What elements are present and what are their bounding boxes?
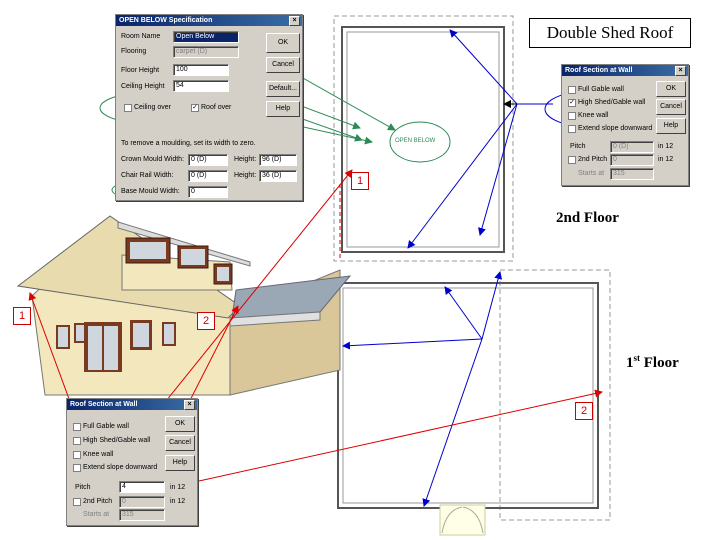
extend-slope-label: Extend slope downward [578,125,653,132]
default-button[interactable]: Default... [266,81,300,97]
floor-height-input[interactable]: 100 [173,64,229,76]
roof-section-dialog-top: Roof Section at Wall × Full Gable wall ✓… [561,64,689,186]
second-pitch-unit: in 12 [170,498,186,505]
starts-at-input[interactable]: 315 [119,509,165,521]
page-title-box: Double Shed Roof [529,18,691,48]
moulding-note: To remove a moulding, set its width to z… [121,140,256,147]
first-floor-label: 1st Floor [626,353,679,372]
ceiling-over-label: Ceiling over [134,104,171,111]
cancel-button[interactable]: Cancel [656,99,686,115]
second-pitch-input[interactable]: 0 [610,154,654,166]
callout-1-plan: 1 [351,172,369,190]
ok-button[interactable]: OK [165,416,195,432]
help-button[interactable]: Help [656,118,686,134]
roof-over-checkbox[interactable]: ✓ [191,104,199,112]
close-icon[interactable]: × [184,400,195,410]
extend-slope-checkbox[interactable] [73,464,81,472]
high-shed-label: High Shed/Gable wall [578,99,646,106]
crown-mould-label: Crown Mould Width: [121,156,185,163]
dialog-titlebar: Roof Section at Wall × [562,65,688,76]
page-title: Double Shed Roof [546,23,674,42]
ok-button[interactable]: OK [656,81,686,97]
crown-height-label: Height: [234,156,257,163]
open-below-label: OPEN BELOW [395,138,436,144]
roof-over-label: Roof over [201,104,232,111]
close-icon[interactable]: × [675,66,686,76]
room-name-select[interactable]: Open Below [173,31,239,43]
dialog-titlebar: OPEN BELOW Specification × [116,15,302,26]
pitch-unit: in 12 [170,484,186,491]
high-shed-label: High Shed/Gable wall [83,437,151,444]
chair-width-input[interactable]: 0 (D) [188,170,228,182]
callout-1-house: 1 [13,307,31,325]
starts-at-label: Starts at [83,511,110,518]
house-illustration [16,215,352,396]
room-name-label: Room Name [121,33,161,40]
knee-wall-checkbox[interactable] [73,451,81,459]
high-shed-checkbox[interactable] [73,437,81,445]
first-floor-plan [337,269,611,536]
knee-wall-label: Knee wall [83,451,114,458]
blue-arrows [342,29,650,507]
open-below-dialog: OPEN BELOW Specification × Room Name Ope… [115,14,303,201]
chair-rail-label: Chair Rail Width: [121,172,174,179]
pitch-label: Pitch [75,484,91,491]
pitch-unit: in 12 [658,143,674,150]
extend-slope-label: Extend slope downward [83,464,158,471]
base-width-input[interactable]: 0 [188,186,228,198]
chair-height-input[interactable]: 36 (D) [259,170,297,182]
high-shed-checkbox[interactable]: ✓ [568,99,576,107]
second-pitch-label: 2nd Pitch [83,498,113,505]
ceiling-over-checkbox[interactable] [124,104,132,112]
chair-height-label: Height: [234,172,257,179]
flooring-label: Flooring [121,48,147,55]
full-gable-label: Full Gable wall [578,86,624,93]
cancel-button[interactable]: Cancel [165,435,195,451]
pitch-input[interactable]: 0 (D) [610,141,654,153]
second-pitch-checkbox[interactable] [73,498,81,506]
knee-wall-checkbox[interactable] [568,112,576,120]
dialog-title: OPEN BELOW Specification [119,17,213,24]
ceiling-height-label: Ceiling Height [121,83,165,90]
ok-button[interactable]: OK [266,33,300,53]
starts-at-input[interactable]: 315 [610,168,654,180]
full-gable-label: Full Gable wall [83,423,129,430]
knee-wall-label: Knee wall [578,112,609,119]
dialog-title: Roof Section at Wall [70,401,138,408]
crown-height-input[interactable]: 96 (D) [259,154,297,166]
help-button[interactable]: Help [165,455,195,471]
pitch-label: Pitch [570,143,586,150]
flooring-select[interactable]: carpet (D) [173,46,239,58]
close-icon[interactable]: × [289,16,300,26]
first-floor-number: 1 [626,355,634,371]
starts-at-label: Starts at [578,170,605,177]
help-button[interactable]: Help [266,101,300,117]
full-gable-checkbox[interactable] [73,423,81,431]
dialog-titlebar: Roof Section at Wall × [67,399,197,410]
ceiling-height-input[interactable]: 54 [173,80,229,92]
first-floor-suffix: st [633,353,641,363]
roof-section-dialog-bottom: Roof Section at Wall × Full Gable wall H… [66,398,198,526]
pitch-input[interactable]: 4 [119,481,165,493]
cancel-button[interactable]: Cancel [266,57,300,73]
floor-height-label: Floor Height [121,67,160,74]
second-pitch-label: 2nd Pitch [578,156,608,163]
second-pitch-checkbox[interactable] [568,156,576,164]
second-floor-label: 2nd Floor [556,210,619,226]
crown-width-input[interactable]: 0 (D) [188,154,228,166]
full-gable-checkbox[interactable] [568,86,576,94]
callout-2-plan: 2 [575,402,593,420]
callout-2-house: 2 [197,312,215,330]
open-below-ellipse [389,121,451,163]
second-floor-plan [333,15,514,262]
base-mould-label: Base Mould Width: [121,188,180,195]
first-floor-word: Floor [643,355,679,371]
second-pitch-unit: in 12 [658,156,674,163]
extend-slope-checkbox[interactable] [568,125,576,133]
dialog-title: Roof Section at Wall [565,67,633,74]
second-pitch-input[interactable]: 0 [119,496,165,508]
